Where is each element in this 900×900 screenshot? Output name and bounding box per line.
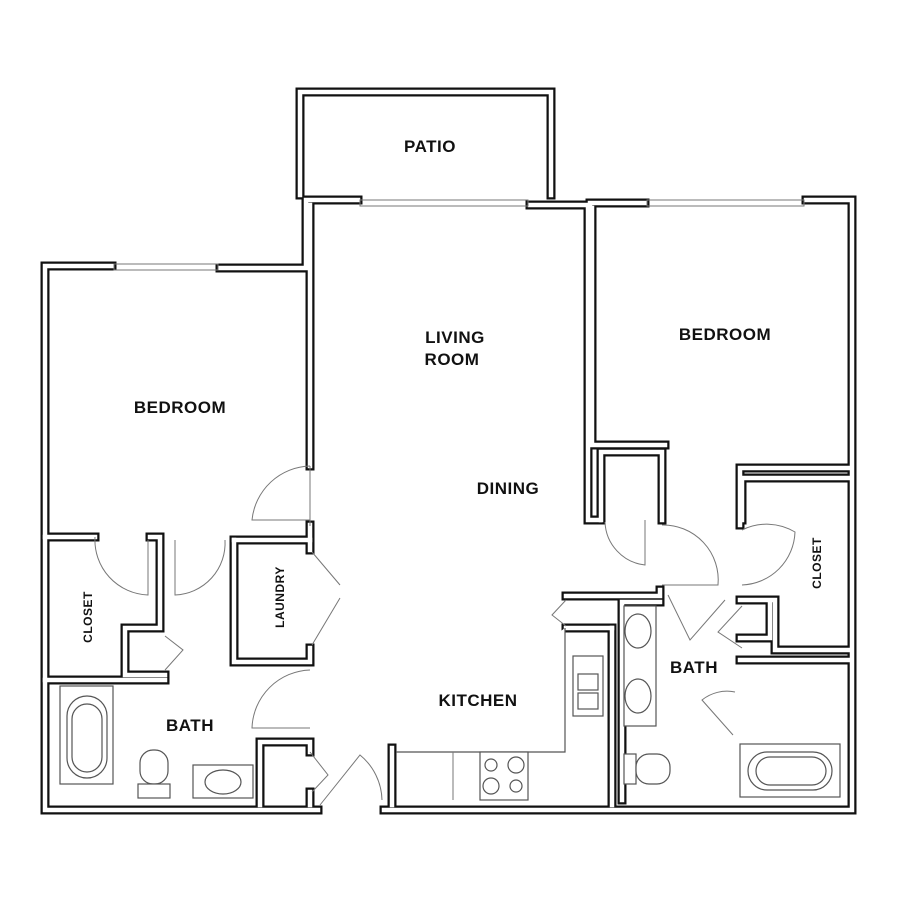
sink-left xyxy=(192,764,254,799)
wall-segment-inner xyxy=(737,599,773,641)
wall-segment-inner xyxy=(527,200,648,208)
door-pantry xyxy=(551,599,567,627)
wall-segment-inner xyxy=(598,449,665,523)
label-bedroom-left: BEDROOM xyxy=(134,398,226,417)
bathtub-left xyxy=(59,685,114,785)
label-dining: DINING xyxy=(477,479,540,498)
door-laundry xyxy=(311,551,341,646)
window-left-bedroom xyxy=(113,263,219,271)
wall-segment-inner xyxy=(231,537,313,553)
wall-segment xyxy=(587,203,670,450)
door-bath-right xyxy=(667,594,726,641)
label-patio: PATIO xyxy=(404,137,456,156)
label-laundry: LAUNDRY xyxy=(273,566,287,628)
stove xyxy=(479,751,529,801)
wall-segment-inner xyxy=(381,197,855,813)
walls xyxy=(40,87,857,815)
label-kitchen: KITCHEN xyxy=(438,691,517,710)
windows xyxy=(113,199,805,271)
wall-segment-inner xyxy=(563,587,663,599)
label-closet-right: CLOSET xyxy=(810,537,824,589)
wall-segment xyxy=(596,447,667,525)
door-left-bedroom xyxy=(251,465,311,526)
fixtures xyxy=(59,605,841,801)
door-tub-right xyxy=(701,690,736,736)
toilet-left xyxy=(137,749,171,799)
wall-segment xyxy=(255,737,315,810)
wall-segment-inner xyxy=(122,534,168,678)
door-right-closet xyxy=(741,523,796,586)
door-bath-left xyxy=(251,669,311,729)
window-living xyxy=(359,199,529,207)
door-closet-left xyxy=(94,536,149,596)
wall-segment-inner xyxy=(297,89,554,198)
wall-segment-inner xyxy=(737,597,851,653)
door-bath-left-from-bedroom xyxy=(174,539,226,596)
bathtub-right xyxy=(739,743,841,798)
window-right-bedroom xyxy=(646,199,805,207)
wall-segment-inner xyxy=(217,197,361,271)
wall-segment xyxy=(737,473,853,525)
label-living-room-line1: LIVING xyxy=(425,328,485,347)
door-entry xyxy=(319,754,383,806)
door-linen-left xyxy=(164,635,184,671)
kitchen-sink xyxy=(572,655,604,717)
label-closet-left: CLOSET xyxy=(81,591,95,643)
label-living-room-line2: ROOM xyxy=(425,350,480,369)
vanity-double-sink xyxy=(623,605,657,727)
wall-segment xyxy=(229,535,315,667)
label-bath-right: BATH xyxy=(670,658,718,677)
wall-segment xyxy=(735,597,775,643)
wall-segment-inner xyxy=(231,537,313,665)
door-right-bedroom xyxy=(661,524,719,586)
kitchen-counter xyxy=(396,628,566,800)
door-linen-right xyxy=(717,605,743,649)
wall-segment xyxy=(215,195,363,273)
wall-segment-inner xyxy=(585,205,603,523)
wall-segment-inner xyxy=(257,739,313,808)
door-hall-closet xyxy=(309,751,329,793)
doors xyxy=(94,465,796,806)
wall-segment-inner xyxy=(739,475,851,523)
label-bath-left: BATH xyxy=(166,716,214,735)
toilet-right xyxy=(623,753,671,785)
door-small-closet xyxy=(604,520,646,566)
wall-segment-inner xyxy=(589,205,668,448)
wall-segment-inner xyxy=(619,599,663,803)
label-bedroom-right: BEDROOM xyxy=(679,325,771,344)
